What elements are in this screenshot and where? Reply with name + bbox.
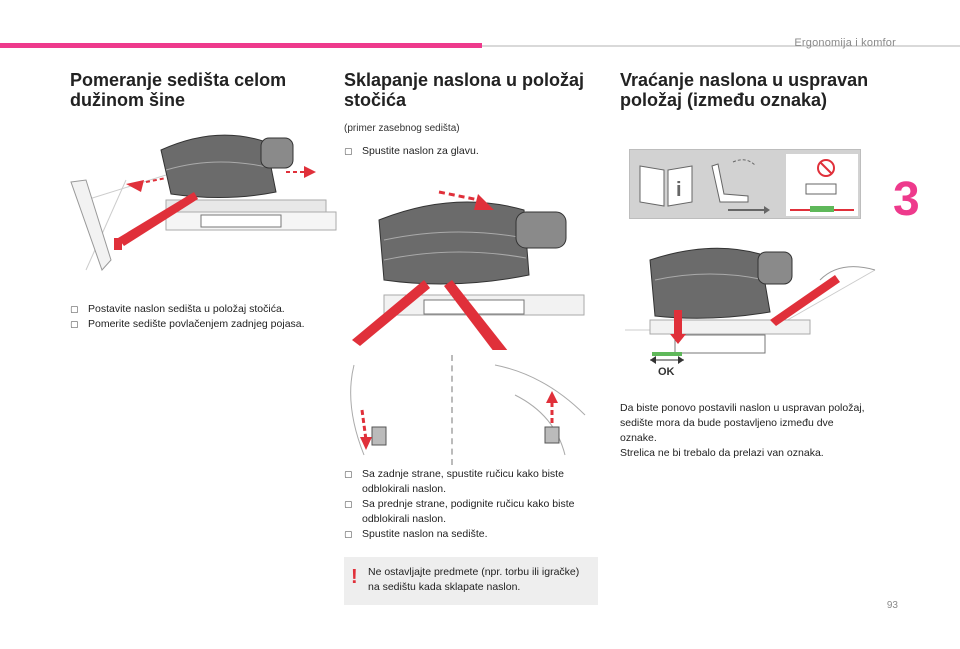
list-item: ▢Spustite naslon za glavu. xyxy=(344,145,479,157)
manual-book-icon: i xyxy=(639,165,693,207)
svg-text:i: i xyxy=(676,179,682,201)
column-upright-backrest: Vraćanje naslona u uspravan položaj (izm… xyxy=(620,70,870,110)
column-move-seat: Pomeranje sedišta celom dužinom šine xyxy=(70,70,332,110)
checkbox-bullet-icon: ▢ xyxy=(70,304,79,314)
checkbox-bullet-icon: ▢ xyxy=(344,469,353,479)
list-item: ▢Pomerite sedište povlačenjem zadnjeg po… xyxy=(70,318,305,330)
intro-text: (primer zasebnog sedišta) xyxy=(344,123,460,134)
header-accent-bar xyxy=(0,43,482,48)
checkbox-bullet-icon: ▢ xyxy=(70,319,79,329)
section-title-fold-backrest: Sklapanje naslona u položaj stočića xyxy=(344,70,585,110)
section-label: Ergonomija i komfor xyxy=(794,37,896,49)
seat-rail-illustration xyxy=(70,134,337,271)
lever-illustration-front xyxy=(494,364,586,456)
section-title-upright-backrest: Vraćanje naslona u uspravan položaj (izm… xyxy=(620,70,869,110)
page-number: 93 xyxy=(886,600,898,611)
divider-dashed xyxy=(451,355,453,465)
warning-text: Ne ostavljajte predmete (npr. torbu ili … xyxy=(368,566,580,593)
lever-illustration-rear xyxy=(350,364,387,456)
header-rule xyxy=(482,45,960,47)
pictogram-panel: i xyxy=(629,149,861,219)
list-item: ▢Sa zadnje strane, spustite ručicu kako … xyxy=(344,468,564,495)
checkbox-bullet-icon: ▢ xyxy=(344,529,353,539)
checkbox-bullet-icon: ▢ xyxy=(344,499,353,509)
section-title-move-seat: Pomeranje sedišta celom dužinom šine xyxy=(70,70,287,110)
paragraph: Strelica ne bi trebalo da prelazi van oz… xyxy=(620,447,824,459)
seat-marks-icon xyxy=(786,154,858,216)
list-item: ▢Postavite naslon sedišta u položaj stoč… xyxy=(70,303,285,315)
checkbox-bullet-icon: ▢ xyxy=(344,146,353,156)
col2-bullets: ▢Sa zadnje strane, spustite ručicu kako … xyxy=(344,467,600,542)
seat-fold-illustration xyxy=(352,190,585,350)
exclamation-icon: ! xyxy=(351,566,358,588)
chapter-number: 3 xyxy=(893,173,920,226)
paragraph: Da biste ponovo postavili naslon u uspra… xyxy=(620,402,865,444)
ok-label: OK xyxy=(658,366,675,378)
col3-text: Da biste ponovo postavili naslon u uspra… xyxy=(620,401,870,461)
column-fold-backrest: Sklapanje naslona u položaj stočića (pri… xyxy=(344,70,600,159)
seat-fold-icon xyxy=(711,159,770,214)
warning-box: ! Ne ostavljajte predmete (npr. torbu il… xyxy=(344,557,598,605)
list-item: ▢Sa prednje strane, podignite ručicu kak… xyxy=(344,498,575,525)
col1-bullets: ▢Postavite naslon sedišta u položaj stoč… xyxy=(70,302,332,332)
seat-upright-illustration xyxy=(625,247,876,364)
list-item: ▢Spustite naslon na sedište. xyxy=(344,528,488,540)
